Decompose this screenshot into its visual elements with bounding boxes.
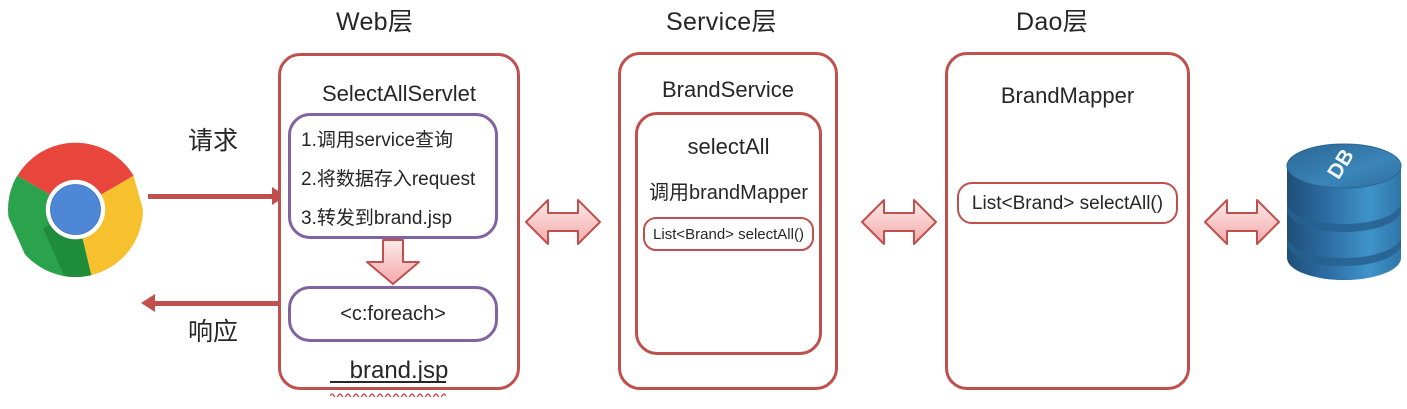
double-arrow-icon-web-service (524, 196, 602, 248)
request-label: 请求 (188, 127, 239, 155)
servlet-step-2: 2.将数据存入request (301, 169, 476, 190)
layer-header-web: Web层 (336, 8, 414, 36)
double-arrow-icon-dao-db (1203, 196, 1281, 248)
layer-header-dao: Dao层 (1016, 8, 1089, 36)
layer-header-service: Service层 (666, 8, 777, 36)
servlet-title: SelectAllServlet (321, 81, 477, 106)
service-signature-box[interactable]: List<Brand> selectAll() (643, 217, 814, 251)
response-arrow-line (155, 301, 281, 306)
dao-signature-box[interactable]: List<Brand> selectAll() (957, 182, 1178, 224)
dao-signature-label: List<Brand> selectAll() (971, 193, 1164, 214)
service-method-body: 调用brandMapper (649, 182, 808, 204)
service-signature-label: List<Brand> selectAll() (653, 226, 804, 243)
down-arrow-icon (357, 238, 429, 286)
jsp-file-underline (330, 381, 446, 383)
dao-title: BrandMapper (1000, 83, 1135, 108)
servlet-step-1: 1.调用service查询 (301, 130, 454, 151)
servlet-steps-box[interactable]: 1.调用service查询 2.将数据存入request 3.转发到brand.… (288, 113, 498, 239)
request-arrow-line (148, 194, 274, 199)
database-cylinder-icon: DB (1283, 136, 1405, 288)
jsp-file-label: brand.jsp (349, 357, 449, 384)
response-arrow-head-icon (141, 294, 155, 312)
service-method-title: selectAll (687, 134, 770, 159)
service-title: BrandService (661, 77, 795, 102)
double-arrow-icon-service-dao (860, 196, 938, 248)
spellcheck-squiggle (329, 384, 447, 399)
jsp-foreach-box[interactable]: <c:foreach> (288, 286, 498, 342)
response-label: 响应 (188, 318, 239, 346)
jsp-foreach-label: <c:foreach> (340, 303, 446, 325)
chrome-browser-icon (8, 142, 143, 277)
servlet-step-3: 3.转发到brand.jsp (301, 208, 453, 229)
